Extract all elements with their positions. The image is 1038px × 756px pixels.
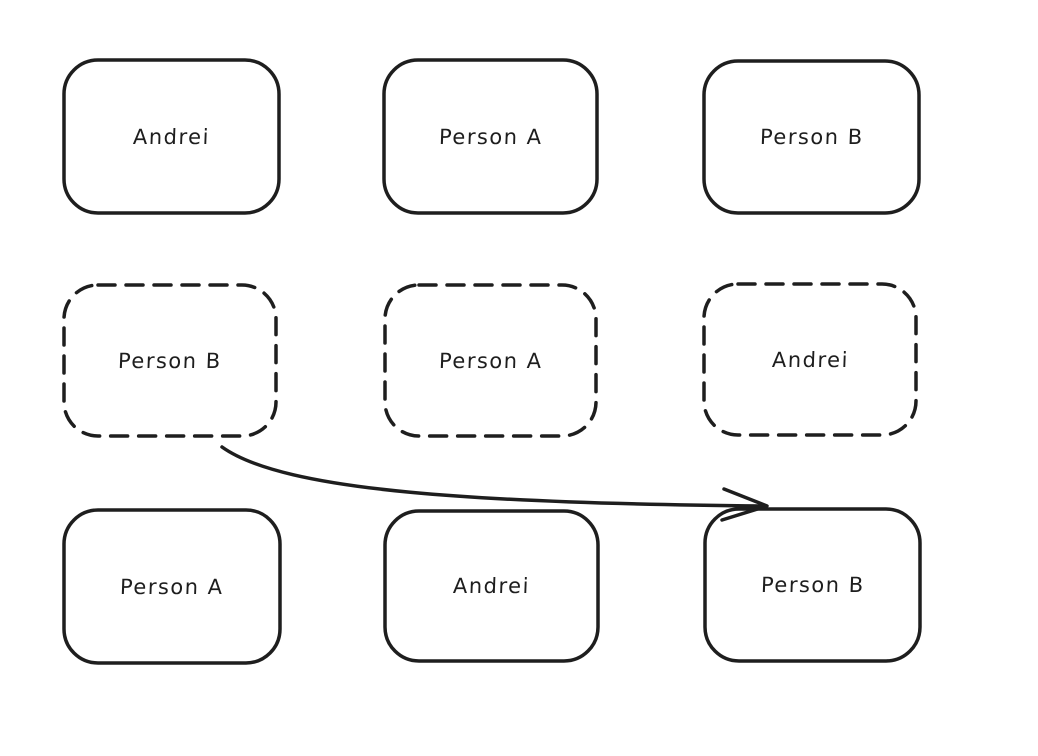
- node-label: Person A: [438, 348, 543, 373]
- node-label: Andrei: [771, 347, 849, 372]
- box-outline-r2c3: [702, 282, 918, 437]
- node-r1c1[interactable]: Andrei: [63, 58, 280, 215]
- node-label: Person B: [760, 573, 865, 597]
- node-label: Andrei: [452, 574, 531, 598]
- node-label: Person B: [117, 348, 223, 373]
- node-r2c1[interactable]: Person B: [62, 283, 278, 438]
- box-outline-r1c2: [382, 58, 599, 215]
- node-label: Person A: [438, 124, 543, 149]
- node-label: Person B: [759, 125, 864, 149]
- box-outline-r1c1: [62, 58, 281, 215]
- box-outline-r2c1: [62, 283, 278, 438]
- node-r2c3[interactable]: Andrei: [702, 282, 918, 437]
- node-label: Person A: [119, 574, 225, 599]
- node-r1c3[interactable]: Person B: [703, 59, 920, 215]
- arrow-shaft: [220, 445, 767, 508]
- node-r3c3[interactable]: Person B: [703, 507, 922, 663]
- box-outline-r3c1: [62, 508, 282, 665]
- node-r3c2[interactable]: Andrei: [383, 509, 600, 663]
- node-r3c1[interactable]: Person A: [62, 508, 282, 665]
- node-label: Andrei: [132, 124, 211, 149]
- box-outline-r1c3: [702, 59, 921, 215]
- arrow-r2c1-to-r3c3[interactable]: [220, 445, 769, 522]
- box-outline-r3c2: [383, 509, 600, 663]
- node-r1c2[interactable]: Person A: [383, 58, 598, 215]
- box-outline-r3c3: [703, 507, 922, 663]
- arrow-head: [720, 487, 769, 522]
- node-r2c2[interactable]: Person A: [383, 283, 598, 438]
- box-outline-r2c2: [383, 283, 598, 438]
